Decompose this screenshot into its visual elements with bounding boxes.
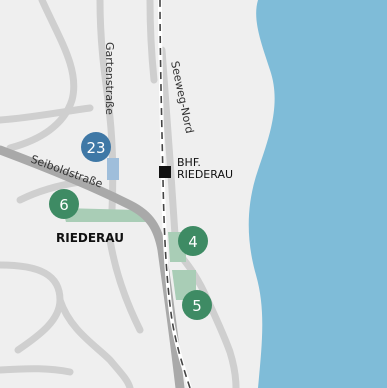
road-center-south: [106, 236, 144, 334]
road-east-stub: [146, 0, 158, 84]
road-east-station: [158, 46, 180, 254]
station-label-line1: BHF.: [177, 156, 201, 169]
marker-5[interactable]: 5: [182, 290, 212, 320]
marker-23-circle: [81, 132, 111, 162]
station-marker-icon: [159, 166, 171, 178]
marker-4-label: 4: [188, 233, 198, 251]
marker-6-label: 6: [59, 196, 69, 214]
marker-23[interactable]: 23: [81, 132, 111, 162]
marker-23-label: 23: [86, 139, 105, 157]
street-label-gartenstrasse: Gartenstraße: [103, 42, 116, 115]
road-west-branch: [0, 104, 94, 124]
marker-6-circle: [49, 189, 79, 219]
green-area-6: [62, 208, 150, 222]
minor-roads: [0, 0, 240, 388]
marker-4[interactable]: 4: [178, 226, 208, 256]
marker-4-circle: [178, 226, 208, 256]
place-label-riederau: RIEDERAU: [56, 231, 124, 245]
lake: [248, 0, 387, 388]
road-south-loop: [56, 296, 134, 388]
marker-6[interactable]: 6: [49, 189, 79, 219]
road-south-west: [0, 365, 74, 376]
road-north-west: [6, 0, 78, 152]
railway-dashes: [159, 0, 191, 388]
parking-area-23: [107, 158, 119, 180]
marker-5-circle: [182, 290, 212, 320]
marker-5-label: 5: [192, 297, 202, 315]
station-label-line2: RIEDERAU: [177, 168, 233, 181]
